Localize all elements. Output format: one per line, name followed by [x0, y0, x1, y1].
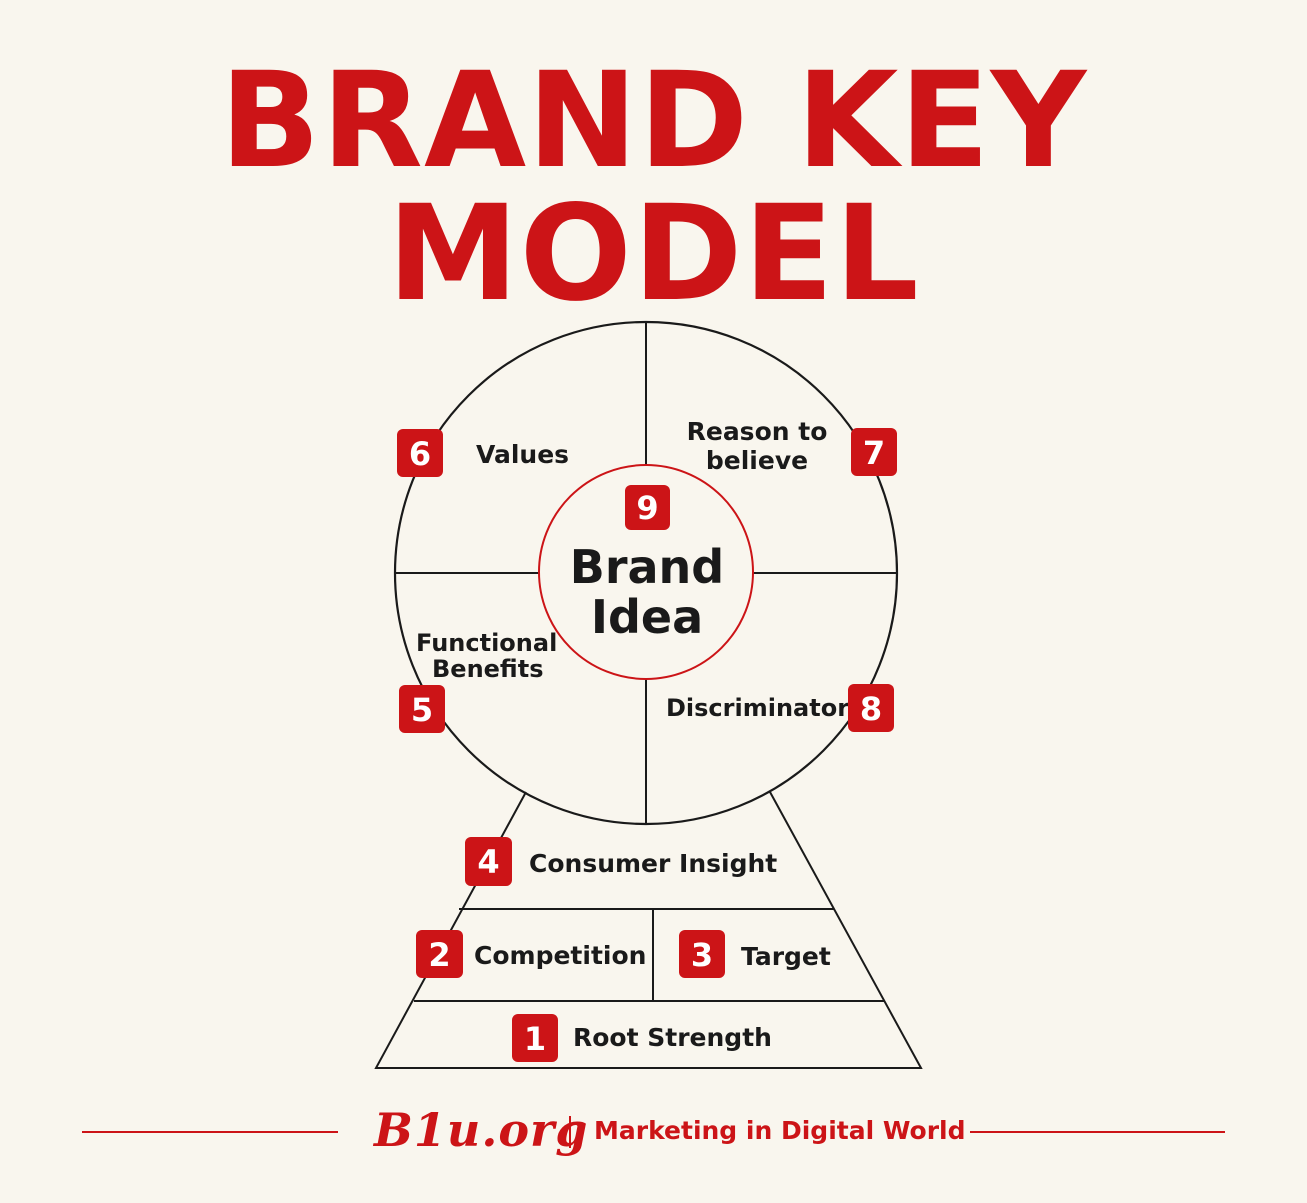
badge-8: 8 [848, 684, 894, 732]
reason-label-line-1: Reason to [687, 417, 828, 446]
badge-1: 1 [512, 1014, 558, 1062]
badge-5: 5 [399, 685, 445, 733]
consumer-insight-label: Consumer Insight [529, 849, 777, 878]
badge-3: 3 [679, 930, 725, 978]
badge-8-number: 8 [860, 690, 882, 728]
badge-4-number: 4 [477, 843, 499, 881]
center-line-1: Brand [570, 540, 724, 594]
title-line-1: BRAND KEY [219, 44, 1088, 198]
values-label: Values [476, 440, 569, 469]
badge-7: 7 [851, 428, 897, 476]
functional-label-line-1: Functional [416, 629, 557, 657]
functional-label-line-2: Benefits [432, 655, 543, 683]
footer-rule-right [970, 1131, 1225, 1133]
footer-rule-left [82, 1131, 338, 1133]
badge-2: 2 [416, 930, 463, 978]
discriminator-label: Discriminator [666, 694, 849, 722]
footer-divider [569, 1116, 571, 1148]
badge-6: 6 [397, 429, 443, 477]
badge-4: 4 [465, 837, 512, 886]
badge-3-number: 3 [691, 936, 713, 974]
center-line-2: Idea [591, 590, 703, 644]
badge-9-number: 9 [636, 489, 658, 527]
reason-label-line-2: believe [706, 446, 808, 475]
footer-tagline: Marketing in Digital World [594, 1116, 966, 1145]
competition-label: Competition [474, 941, 646, 970]
title-line-2: MODEL [387, 177, 920, 331]
badge-2-number: 2 [428, 936, 450, 974]
badge-6-number: 6 [409, 435, 431, 473]
badge-5-number: 5 [411, 691, 433, 729]
badge-7-number: 7 [863, 434, 885, 472]
root-strength-label: Root Strength [573, 1023, 772, 1052]
target-label: Target [741, 942, 831, 971]
footer-logo: B1u.org [374, 1103, 589, 1157]
badge-9: 9 [625, 485, 670, 530]
inner-circle [538, 464, 754, 680]
badge-1-number: 1 [524, 1020, 546, 1058]
